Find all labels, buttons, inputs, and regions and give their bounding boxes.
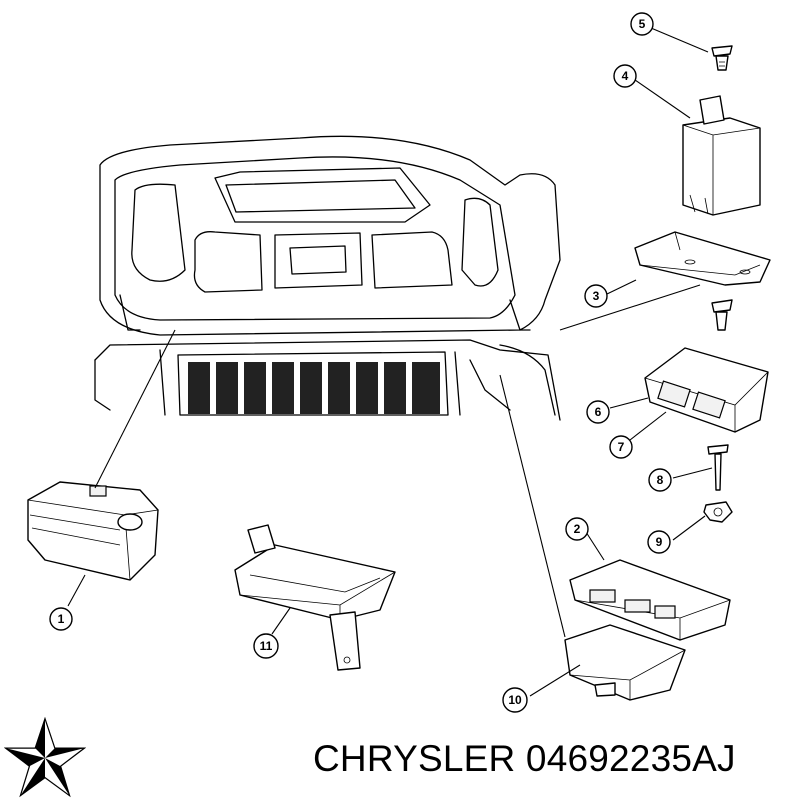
part-5-push-pin	[711, 45, 733, 71]
footer-part-label: CHRYSLER 04692235AJ	[313, 738, 736, 780]
vehicle-front-illustration	[94, 135, 561, 421]
pentastar-icon	[4, 717, 86, 798]
callout-4: 4	[613, 64, 637, 88]
part-6-7-control-module	[644, 347, 769, 433]
callout-10-label: 10	[508, 693, 522, 707]
part-11-tray-bracket	[234, 524, 396, 671]
callout-1: 1	[49, 607, 73, 631]
callout-9: 9	[647, 530, 671, 554]
callout-3: 3	[584, 284, 608, 308]
part-fastener-push-pin	[711, 299, 733, 331]
part-2-body-control-module	[569, 559, 731, 641]
callout-1-label: 1	[58, 612, 65, 626]
callout-11-label: 11	[260, 639, 273, 653]
callout-10: 10	[502, 687, 528, 713]
part-number: 04692235AJ	[525, 738, 736, 779]
part-1-power-distribution-box	[27, 481, 159, 581]
callout-6: 6	[586, 400, 610, 424]
callout-7-label: 7	[618, 440, 625, 454]
callout-7: 7	[609, 435, 633, 459]
callout-8-label: 8	[657, 473, 664, 487]
callout-9-label: 9	[656, 535, 663, 549]
part-4-relay-module	[682, 95, 761, 216]
callout-11: 11	[253, 633, 279, 659]
callout-2: 2	[565, 517, 589, 541]
callout-5: 5	[630, 12, 654, 36]
callout-3-label: 3	[593, 289, 600, 303]
part-3-bracket	[634, 231, 771, 286]
part-9-nut	[703, 501, 733, 523]
callout-6-label: 6	[595, 405, 602, 419]
part-10-module-bracket	[564, 624, 686, 701]
callout-5-label: 5	[639, 17, 646, 31]
callout-8: 8	[648, 468, 672, 492]
part-8-bolt	[707, 444, 729, 491]
brand-name: CHRYSLER	[313, 738, 516, 779]
callout-2-label: 2	[574, 522, 581, 536]
callout-4-label: 4	[622, 69, 629, 83]
